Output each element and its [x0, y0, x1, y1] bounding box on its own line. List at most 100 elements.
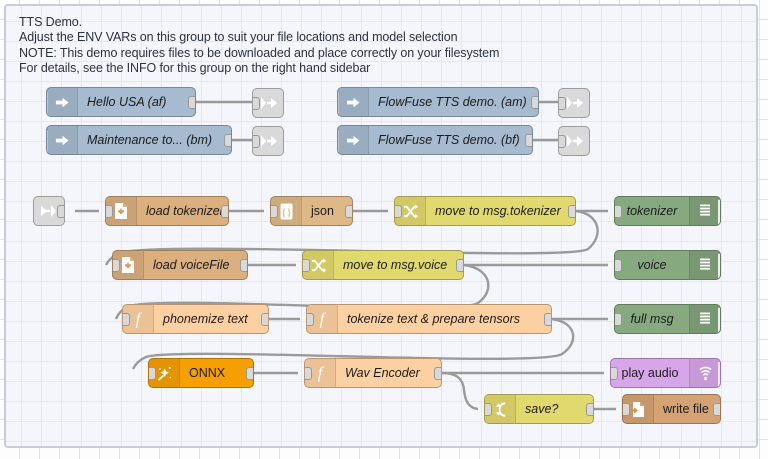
- debug-icon: [689, 197, 720, 225]
- debug-toggle-button-full-msg[interactable]: [718, 307, 720, 333]
- file-out-node-write-file[interactable]: write file: [622, 394, 721, 424]
- file-icon: [113, 251, 144, 279]
- input-port[interactable]: [271, 205, 278, 218]
- node-label-json: json: [311, 204, 334, 218]
- link-out-node-3[interactable]: [558, 88, 590, 118]
- switch-node-save[interactable]: save?: [484, 394, 594, 424]
- svg-text:f: f: [136, 310, 143, 328]
- output-port[interactable]: [586, 403, 593, 416]
- svg-text:f: f: [320, 310, 327, 328]
- audio-out-node-play-audio[interactable]: play audio: [610, 358, 721, 388]
- input-port[interactable]: [485, 403, 492, 416]
- svg-text:f: f: [318, 364, 325, 382]
- json-node[interactable]: {} json: [270, 196, 353, 226]
- input-port[interactable]: [559, 97, 566, 110]
- speaker-icon: [689, 359, 720, 387]
- debug-node-full-msg[interactable]: full msg: [614, 304, 721, 334]
- debug-icon: [689, 305, 720, 333]
- input-port[interactable]: [615, 259, 622, 272]
- input-port[interactable]: [559, 135, 566, 148]
- input-port[interactable]: [395, 205, 402, 218]
- debug-toggle-button-tokenizer[interactable]: [718, 199, 720, 225]
- output-port[interactable]: [221, 205, 228, 218]
- node-label-load-voicefile: load voiceFile: [153, 258, 230, 272]
- node-label-phonemize-text: phonemize text: [163, 312, 248, 326]
- debug-node-tokenizer[interactable]: tokenizer: [614, 196, 721, 226]
- output-port[interactable]: [224, 134, 231, 147]
- node-label-play-audio: play audio: [621, 366, 679, 380]
- output-port[interactable]: [531, 96, 538, 109]
- input-port[interactable]: [123, 313, 130, 326]
- file-in-node-load-tokenizer[interactable]: load tokenizer: [105, 196, 229, 226]
- input-port[interactable]: [305, 367, 312, 380]
- output-port[interactable]: [713, 403, 720, 416]
- node-label-wav-encoder: Wav Encoder: [345, 366, 420, 380]
- inject-node-flowfuse-am[interactable]: FlowFuse TTS demo. (am): [337, 87, 539, 117]
- inject-button-flowfuse-am[interactable]: [338, 91, 339, 115]
- output-port[interactable]: [345, 205, 352, 218]
- change-node-move-to-voice[interactable]: move to msg.voice: [302, 250, 464, 280]
- input-port[interactable]: [253, 135, 260, 148]
- output-port[interactable]: [57, 205, 64, 218]
- link-in-node-main[interactable]: [33, 196, 65, 226]
- input-port[interactable]: [615, 205, 622, 218]
- debug-icon: [689, 251, 720, 279]
- change-node-move-to-tokenizer[interactable]: move to msg.tokenizer: [394, 196, 576, 226]
- debug-toggle-button-voice[interactable]: [718, 253, 720, 279]
- shuffle-icon: [395, 197, 426, 225]
- braces-icon: {}: [271, 197, 302, 225]
- output-port[interactable]: [434, 367, 441, 380]
- onnx-node[interactable]: ONNX: [148, 358, 254, 388]
- input-port[interactable]: [106, 205, 113, 218]
- function-node-wav-encoder[interactable]: f Wav Encoder: [304, 358, 442, 388]
- node-label-full-msg: full msg: [630, 312, 674, 326]
- output-port[interactable]: [188, 96, 195, 109]
- inject-arrow-icon: [338, 88, 369, 116]
- link-in-icon: [34, 197, 64, 225]
- file-in-node-load-voicefile[interactable]: load voiceFile: [112, 250, 248, 280]
- input-port[interactable]: [307, 313, 314, 326]
- node-label-tokenize-tensors: tokenize text & prepare tensors: [347, 312, 521, 326]
- function-node-tokenize-tensors[interactable]: f tokenize text & prepare tensors: [306, 304, 552, 334]
- output-port[interactable]: [544, 313, 551, 326]
- inject-button-flowfuse-bf[interactable]: [338, 129, 339, 153]
- output-port[interactable]: [456, 259, 463, 272]
- link-out-node-4[interactable]: [558, 126, 590, 156]
- output-port[interactable]: [261, 313, 268, 326]
- inject-button-hello-usa[interactable]: [47, 91, 48, 115]
- inject-node-maintenance[interactable]: Maintenance to... (bm): [46, 125, 232, 155]
- inject-label-hello-usa: Hello USA (af): [87, 95, 167, 109]
- input-port[interactable]: [113, 259, 120, 272]
- inject-node-hello-usa[interactable]: Hello USA (af): [46, 87, 196, 117]
- link-out-icon: [253, 89, 283, 117]
- output-port[interactable]: [525, 134, 532, 147]
- output-port[interactable]: [246, 367, 253, 380]
- link-out-node-1[interactable]: [252, 88, 284, 118]
- node-label-onnx: ONNX: [189, 366, 226, 380]
- link-out-node-2[interactable]: [252, 126, 284, 156]
- output-port[interactable]: [240, 259, 247, 272]
- input-port[interactable]: [303, 259, 310, 272]
- node-label-save: save?: [525, 402, 559, 416]
- input-port[interactable]: [611, 367, 618, 380]
- svg-text:{}: {}: [281, 206, 292, 218]
- inject-arrow-icon: [338, 126, 369, 154]
- node-label-voice: voice: [637, 258, 667, 272]
- group-notes-text: TTS Demo. Adjust the ENV VARs on this gr…: [19, 15, 500, 76]
- audio-toggle-button-play-audio[interactable]: [718, 361, 720, 387]
- input-port[interactable]: [253, 97, 260, 110]
- input-port[interactable]: [615, 313, 622, 326]
- inject-button-maintenance[interactable]: [47, 129, 48, 153]
- function-node-phonemize-text[interactable]: f phonemize text: [122, 304, 269, 334]
- input-port[interactable]: [623, 403, 630, 416]
- output-port[interactable]: [568, 205, 575, 218]
- node-label-move-to-voice: move to msg.voice: [343, 258, 448, 272]
- debug-node-voice[interactable]: voice: [614, 250, 721, 280]
- inject-label-flowfuse-am: FlowFuse TTS demo. (am): [378, 95, 527, 109]
- node-label-write-file: write file: [663, 402, 709, 416]
- inject-node-flowfuse-bf[interactable]: FlowFuse TTS demo. (bf): [337, 125, 533, 155]
- link-out-icon: [253, 127, 283, 155]
- link-out-icon: [559, 89, 589, 117]
- input-port[interactable]: [149, 367, 156, 380]
